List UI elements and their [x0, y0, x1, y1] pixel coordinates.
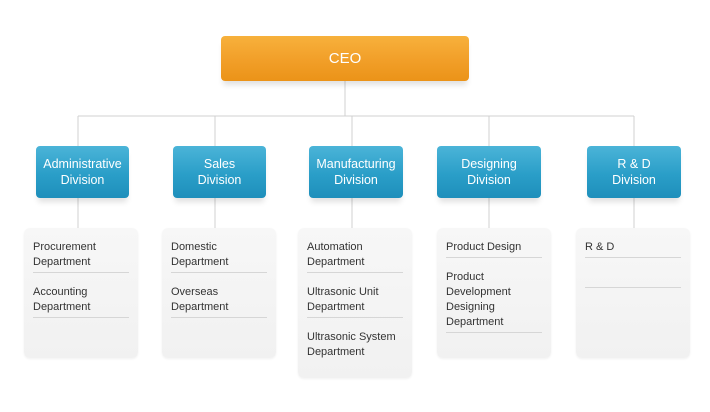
division-designing: Designing Division: [437, 146, 541, 198]
division-label-line1: Manufacturing: [316, 157, 396, 171]
division-label-line1: Sales: [203, 157, 236, 171]
division-label-line1: R & D: [617, 157, 651, 171]
dept-panel-manufacturing: Automation Department Ultrasonic Unit De…: [298, 228, 412, 378]
division-manufacturing: Manufacturing Division: [309, 146, 403, 198]
division-label-line2: Division: [197, 173, 242, 187]
division-label-line2: Division: [467, 173, 511, 187]
division-label-line1: Administrative: [43, 157, 122, 171]
dept-item: Product Design: [446, 240, 542, 258]
dept-item: [585, 270, 681, 288]
dept-panel-sales: Domestic Department Overseas Department: [162, 228, 276, 358]
ceo-node: CEO: [221, 36, 469, 81]
dept-item: Overseas Department: [171, 285, 267, 318]
dept-item: Accounting Department: [33, 285, 129, 318]
division-r-and-d: R & D Division: [587, 146, 681, 198]
dept-panel-r-and-d: R & D: [576, 228, 690, 358]
dept-item: Ultrasonic Unit Department: [307, 285, 403, 318]
division-label-line2: Division: [60, 173, 105, 187]
division-label-line2: Division: [334, 173, 378, 187]
dept-item: Automation Department: [307, 240, 403, 273]
division-administrative: Administrative Division: [36, 146, 129, 198]
dept-item: Procurement Department: [33, 240, 129, 273]
dept-item: Domestic Department: [171, 240, 267, 273]
dept-panel-administrative: Procurement Department Accounting Depart…: [24, 228, 138, 358]
dept-panel-designing: Product Design Product Development Desig…: [437, 228, 551, 358]
dept-item: Ultrasonic System Department: [307, 331, 396, 358]
division-label-line1: Designing: [461, 157, 517, 171]
division-sales: Sales Division: [173, 146, 266, 198]
dept-item: R & D: [585, 240, 681, 258]
dept-item: Product Development Designing Department: [446, 270, 542, 333]
division-label-line2: Division: [612, 173, 656, 187]
ceo-label: CEO: [328, 50, 362, 67]
